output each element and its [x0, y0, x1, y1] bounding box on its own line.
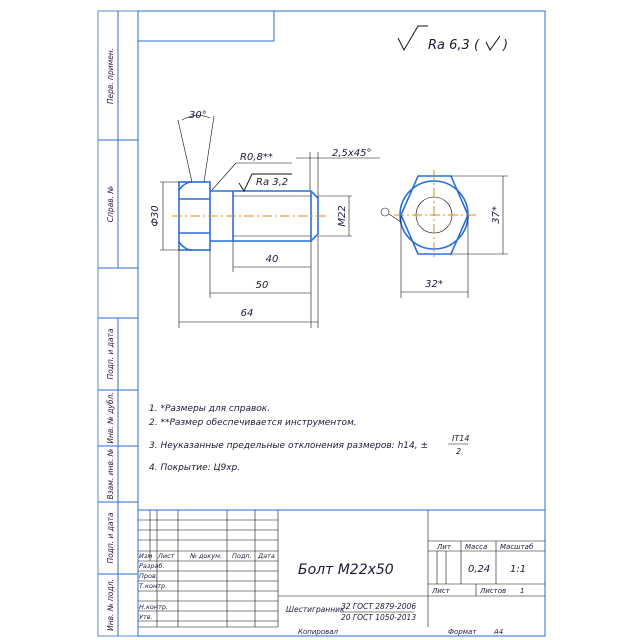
tolerance-denominator: 2	[456, 447, 461, 456]
material-standard-2: 20 ГОСТ 1050-2013	[341, 613, 416, 622]
roughness-close: )	[502, 38, 508, 53]
general-roughness: Ra 6,3 ( )	[397, 25, 508, 53]
roughness-value: Ra 6,3 (	[428, 38, 480, 53]
row-tech-control: Т.контр.	[139, 582, 167, 590]
stamp-reference-no: Справ. №	[106, 186, 115, 223]
lit-label: Лит	[436, 543, 452, 551]
dim-thread-length: 40	[266, 254, 279, 265]
row-checked: Пров.	[139, 572, 158, 580]
footer-format-label: Формат	[448, 628, 477, 636]
stamp-original-no: Инв. № подл.	[106, 579, 115, 631]
footer-copied: Копировал	[298, 628, 339, 636]
bolt-end-view: 37* 32*	[380, 170, 508, 298]
header-doc-no: № докум.	[189, 552, 222, 560]
part-title: Болт М22х50	[298, 562, 394, 578]
note-1: 1. *Размеры для справок.	[149, 404, 270, 414]
dim-chamfer: 2,5x45°	[332, 148, 372, 159]
stamp-duplicate-no: Инв. № дубл.	[106, 392, 115, 443]
top-corner-box	[137, 10, 275, 42]
row-approved: Утв.	[139, 613, 153, 621]
scale-value: 1:1	[510, 564, 526, 575]
sheet-label: Лист	[431, 587, 451, 595]
stamp-sign-date-2: Подп. и дата	[106, 512, 115, 563]
scale-label: Масштаб	[500, 543, 534, 551]
local-roughness: Ra 3,2	[256, 177, 288, 188]
dim-fillet: R0,8**	[240, 152, 273, 163]
header-date: Дата	[257, 552, 275, 560]
mass-label: Масса	[465, 543, 487, 551]
dim-across-flats: 32*	[425, 279, 443, 290]
dim-angle: 30°	[189, 110, 207, 121]
note-3: 3. Неуказанные предельные отклонения раз…	[149, 441, 428, 451]
header-sheet: Лист	[157, 552, 175, 560]
tolerance-numerator: IT14	[452, 434, 469, 443]
roughness-check-icon	[485, 35, 501, 51]
stamp-sign-date-1: Подп. и дата	[106, 328, 115, 379]
note-4: 4. Покрытие: Ц9хр.	[149, 463, 240, 473]
dim-across-corners: 37*	[491, 206, 502, 224]
sheets-value: 1	[520, 587, 524, 595]
title-block: Изм Лист № докум. Подп. Дата Разраб. Про…	[138, 509, 545, 628]
inner-frame	[137, 10, 546, 637]
technical-notes: 1. *Размеры для справок. 2. **Размер обе…	[149, 404, 469, 473]
sheets-label: Листов	[479, 587, 506, 595]
header-sign: Подп.	[232, 552, 252, 560]
footer-format: А4	[493, 628, 503, 636]
mass-value: 0,24	[468, 564, 490, 575]
dim-total-length: 64	[241, 308, 254, 319]
stamp-first-use: Перв. примен.	[106, 48, 115, 104]
note-2: 2. **Размер обеспечивается инструментом.	[149, 418, 357, 428]
side-stamp: Перв. примен. Справ. № Подп. и дата Инв.…	[98, 11, 138, 636]
material-standard-1: 32 ГОСТ 2879-2006	[341, 602, 416, 611]
row-developed: Разраб.	[139, 562, 165, 570]
dim-shank-length: 50	[256, 280, 269, 291]
row-norm-control: Н.контр.	[139, 603, 168, 611]
dim-head-diameter: Ф30	[150, 205, 161, 226]
material-name: Шестигранник	[286, 605, 345, 614]
stamp-replaced-no: Взам. инв. №	[106, 448, 115, 499]
header-change: Изм	[139, 552, 152, 560]
dim-thread: M22	[337, 205, 348, 226]
bolt-side-view: 30° Ф30 R0,8** Ra 3,2 2,5x45° M22 40 50	[150, 110, 380, 328]
